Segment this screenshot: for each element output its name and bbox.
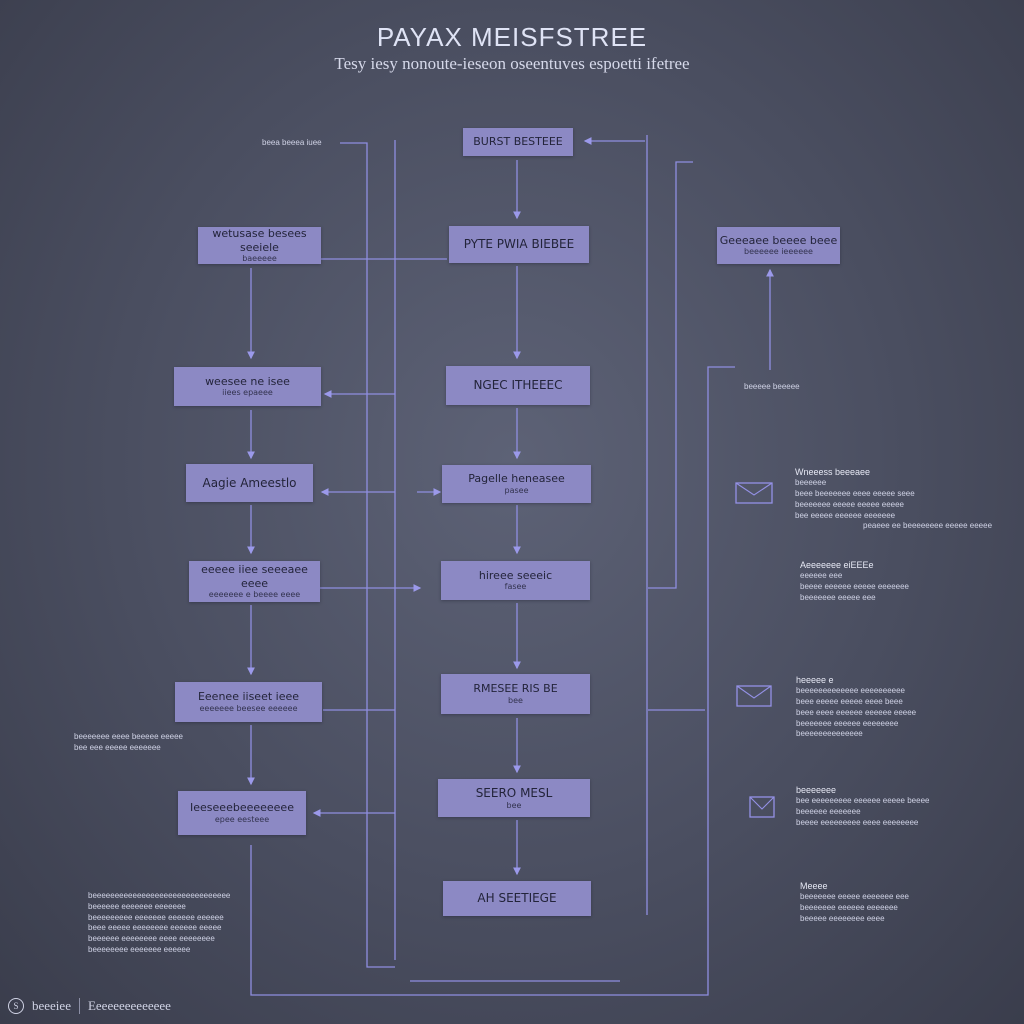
node-label: Ieeseeebeeeeeeee (190, 801, 294, 815)
note-line: beeeeee eeeeeee (796, 806, 861, 816)
note-heading: Meeee (800, 881, 828, 891)
left-note-2: beeeeeeeeeeeeeeeeeeeeeeeeeeeeeee beeeeee… (88, 891, 303, 956)
note-line: beeeeeee eeeee eee (800, 592, 876, 602)
note-line: eeeeee eee (800, 571, 843, 581)
footer-divider (78, 998, 80, 1014)
note-line: beeeeeee eeeee eeeeeee eee (800, 892, 909, 902)
center-node-1[interactable]: BURST BESTEEE (463, 128, 573, 156)
footer-right-text: Eeeeeeeeeeeeee (87, 998, 171, 1013)
right-note-4: beeeeeee bee eeeeeeeee eeeeee eeeee beee… (796, 784, 996, 829)
diagram-title: PAYAX MEISFSTREE (376, 22, 648, 52)
node-sublabel: pasee (504, 485, 529, 495)
center-node-5[interactable]: hireee seeeic fasee (441, 561, 590, 600)
note-line: bee eeeee eeeeee eeeeeee (795, 510, 896, 520)
left-node-1[interactable]: wetusase besees seeiele baeeeee (198, 227, 321, 264)
note-line: bee eeeeeeeee eeeeee eeeee beeee (796, 796, 930, 806)
right-note-2: Aeeeeeee eiEEEe eeeeee eee beeee eeeeee … (800, 559, 990, 604)
note-line: beeeeeeeeeeeeeeeeeeeeeeeeeeeeeee (88, 891, 231, 900)
node-sublabel: eeeeeee e beeee eeee (208, 590, 301, 600)
node-sublabel: baeeeee (242, 254, 277, 264)
center-node-6[interactable]: RMESEE RIS BE bee (441, 674, 590, 714)
note-line: beeeeeeeee eeeeeee eeeeee eeeeee (88, 912, 224, 922)
node-label: wetusase besees seeiele (212, 226, 307, 254)
note-line: beeeee eeeeeeee eeee (800, 913, 885, 923)
left-node-2[interactable]: weesee ne isee iiees epaeee (174, 367, 321, 406)
left-node-3[interactable]: Aagie Ameestlo (186, 464, 313, 502)
node-label: PYTE PWIA BIEBEE (463, 237, 575, 251)
note-line: beeeeeee eeeee eeeee eeeee (795, 499, 904, 509)
envelope-icon (736, 685, 772, 707)
right-node[interactable]: Geeeaee beeee beee beeeeee ieeeeee (717, 227, 840, 264)
node-sublabel: bee (506, 800, 522, 810)
note-line: beeeeeee eeeeee eeeeeee (800, 902, 898, 912)
note-line: beeeeeeee eeeeeee eeeeee (88, 944, 191, 954)
note-line: beee eeeee eeeeeeee eeeeee eeeee (88, 923, 222, 933)
center-node-4[interactable]: Pagelle heneasee pasee (442, 465, 591, 503)
node-label: AH SEETIEGE (477, 891, 557, 905)
connector (340, 142, 395, 968)
note-heading: Wneeess beeeaee (795, 467, 871, 477)
node-label: SEERO MESL (475, 785, 553, 800)
connector (648, 161, 693, 589)
top-left-label: beea beeea iuee (262, 138, 322, 147)
note-line: beeeeee (795, 478, 827, 488)
node-label: Aagie Ameestlo (202, 475, 297, 490)
node-label: Pagelle heneasee (468, 472, 565, 486)
note-line: beee eeee eeeeee eeeeee eeeee (796, 707, 917, 717)
footer: S beeeiee Eeeeeeeeeeeeee (8, 996, 171, 1016)
diagram-subtitle: Tesy iesy nonoute-ieseon oseentuves espo… (334, 54, 690, 73)
swirl-logo-icon: S (8, 998, 24, 1014)
note-heading: heeeee e (796, 675, 834, 685)
node-label: Geeeaee beeee beee (719, 233, 838, 247)
note-line: beee eeeee eeeee eeee beee (796, 696, 903, 706)
node-label: BURST BESTEEE (473, 135, 563, 149)
left-note-1: beeeeeee eeee beeeee eeeee bee eee eeeee… (74, 732, 224, 754)
note-line: beeeeee eeeeeee eeeeeee (88, 901, 186, 911)
node-label: Eeenee iiseet ieee (197, 690, 300, 704)
footer-left-text: beeeiee (32, 998, 71, 1013)
center-node-7[interactable]: SEERO MESL bee (438, 779, 590, 817)
node-label: NGEC ITHEEEC (473, 378, 563, 392)
note-line: beeeeeeeeeeeeee (796, 729, 863, 739)
center-node-3[interactable]: NGEC ITHEEEC (446, 366, 590, 405)
connector (250, 366, 735, 996)
note-line: beee beeeeeee eeee eeeee seee (795, 488, 915, 498)
node-sublabel: eeeeeee beesee eeeeee (199, 703, 298, 713)
note-line: beeee eeeeeeeee eeee eeeeeeee (796, 817, 919, 827)
right-mid-label: beeeee beeeee (744, 382, 800, 391)
note-line: peaeee ee beeeeeeee eeeee eeeee (863, 521, 993, 531)
note-line: beeeeeee eeeeee eeeeeeee (796, 718, 899, 728)
envelope-icon (749, 796, 775, 818)
note-heading: beeeeeee (796, 785, 837, 795)
note-line: beeeeee eeeeeeee eeee eeeeeeee (88, 934, 215, 944)
right-note-3: heeeee e beeeeeeeeeeeee eeeeeeeeee beee … (796, 674, 996, 740)
left-node-4[interactable]: eeeee iiee seeeaee eeee eeeeeee e beeee … (189, 561, 320, 602)
node-sublabel: bee (508, 695, 523, 705)
node-label: hireee seeeic (478, 568, 553, 582)
note-line: beeeeeee eeee beeeee eeeee (74, 732, 183, 741)
center-node-8[interactable]: AH SEETIEGE (443, 881, 591, 916)
node-sublabel: iiees epaeee (222, 388, 273, 398)
node-sublabel: beeeeee ieeeeee (744, 247, 813, 257)
node-label: RMESEE RIS BE (473, 682, 558, 696)
node-sublabel: fasee (504, 582, 527, 592)
note-line: beeee eeeeee eeeee eeeeeee (800, 581, 909, 591)
node-sublabel: epee eesteee (214, 814, 270, 824)
right-note-5: Meeee beeeeeee eeeee eeeeeee eee beeeeee… (800, 880, 990, 925)
note-line: beeeeeeeeeeeee eeeeeeeeee (796, 686, 906, 696)
envelope-icon (735, 482, 773, 504)
node-label: eeeee iiee seeeaee eeee (201, 562, 308, 590)
left-node-5[interactable]: Eeenee iiseet ieee eeeeeee beesee eeeeee (175, 682, 322, 722)
center-node-2[interactable]: PYTE PWIA BIEBEE (449, 226, 589, 263)
left-node-6[interactable]: Ieeseeebeeeeeeee epee eesteee (178, 791, 306, 835)
node-label: weesee ne isee (205, 374, 290, 388)
note-heading: Aeeeeeee eiEEEe (800, 560, 874, 570)
right-note-1: Wneeess beeeaee beeeeee beee beeeeeee ee… (795, 466, 995, 532)
note-line: bee eee eeeee eeeeeee (74, 742, 161, 752)
